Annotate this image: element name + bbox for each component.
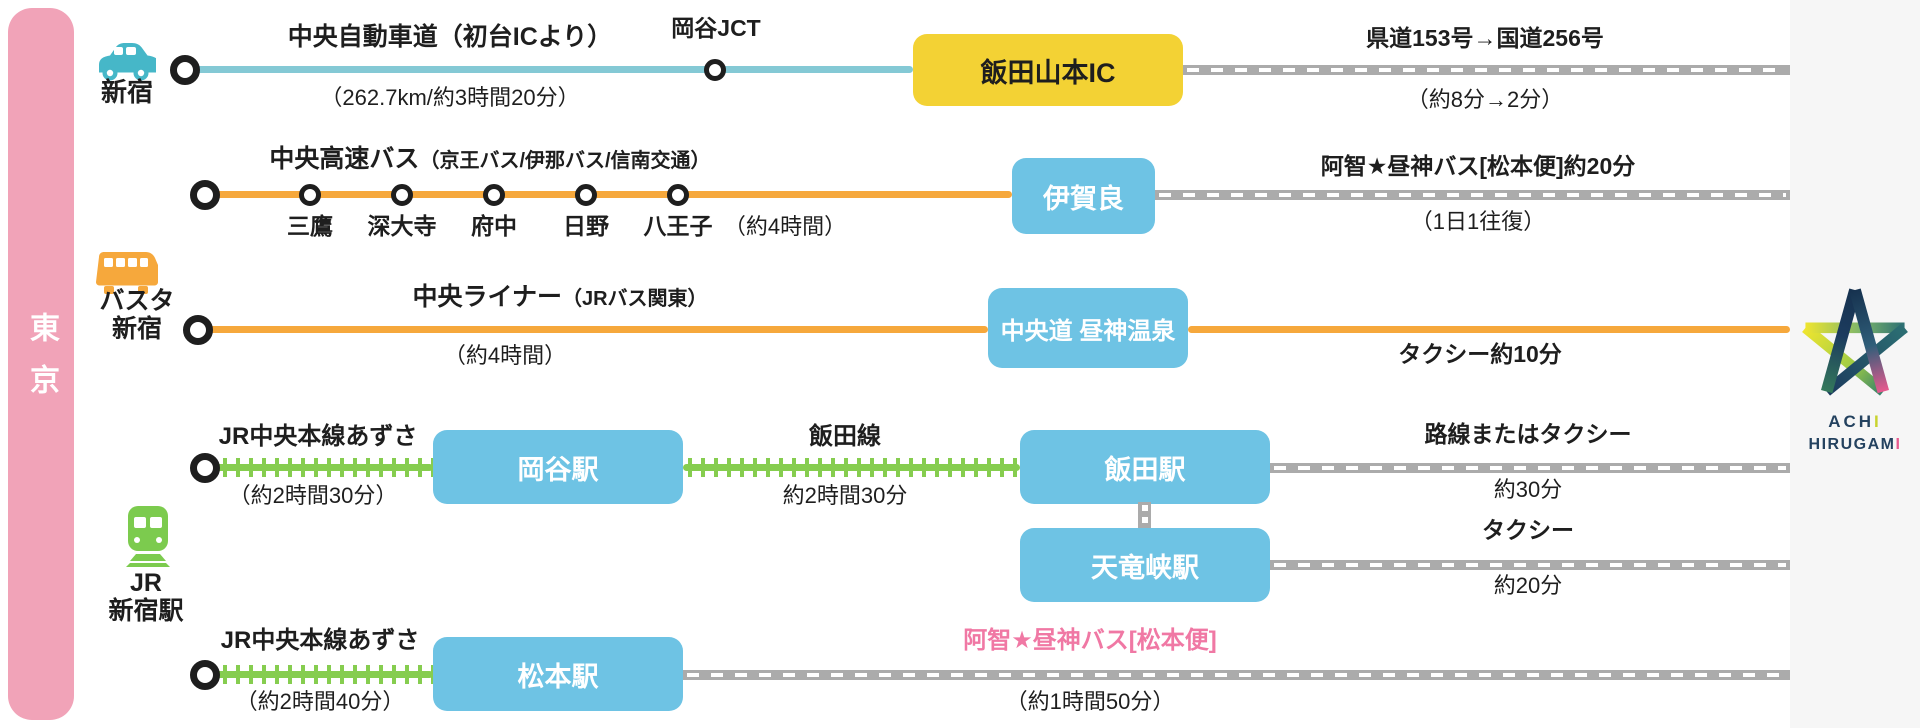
stop-label-jindaiji: 深大寺 — [367, 213, 437, 239]
stop-ring-jindaiji — [391, 184, 413, 206]
logo-line1-accent: I — [1874, 411, 1882, 431]
logo-line2-accent: I — [1895, 435, 1902, 453]
jr-azusa-rail-2 — [205, 665, 433, 684]
highway-bus-operators: （京王バス/伊那バス/信南交通） — [419, 150, 711, 172]
iida-connection-label: 路線またはタクシー — [1424, 421, 1632, 447]
train-hub-label-2: 新宿駅 — [108, 597, 184, 625]
okaya-station-box: 岡谷駅 — [433, 430, 683, 504]
onsen-taxi-label: タクシー約10分 — [1398, 341, 1562, 367]
expressway-name: 中央自動車道（初台ICより） — [287, 23, 613, 51]
tokyo-label: 東京 — [25, 312, 58, 416]
stop-label-hino: 日野 — [563, 213, 609, 239]
chuodo-hirugami-onsen-box: 中央道 昼神温泉 — [988, 288, 1188, 368]
local-road-line — [1183, 65, 1790, 75]
jr-azusa-rail-1 — [205, 458, 433, 477]
jr-azusa-name-2: JR中央本線あずさ — [220, 627, 420, 654]
highway-bus-name: 中央高速バス（京王バス/伊那バス/信南交通） — [269, 145, 711, 174]
busta-start-ring-1 — [190, 180, 220, 210]
tenryukyo-station-box: 天竜峡駅 — [1020, 528, 1270, 602]
igara-connection-note: （1日1往復） — [1410, 209, 1546, 234]
busta-start-ring-2 — [183, 315, 213, 345]
local-road-name: 県道153号→国道256号 — [1366, 25, 1604, 51]
jr-azusa-duration-2: （約2時間40分） — [235, 689, 405, 714]
train-hub-label-1: JR — [130, 569, 162, 597]
stop-label-mitaka: 三鷹 — [287, 213, 333, 239]
stop-ring-hino — [575, 184, 597, 206]
liner-bus-name-main: 中央ライナー — [412, 283, 562, 311]
jr-shinjuku-start-ring-2 — [190, 660, 220, 690]
jr-azusa-duration-1: （約2時間30分） — [228, 483, 398, 508]
jr-shinjuku-start-ring-1 — [190, 453, 220, 483]
local-road-time: （約8分→2分） — [1406, 87, 1564, 112]
okaya-jct-label: 岡谷JCT — [671, 15, 761, 41]
iida-tenryukyo-connector — [1138, 502, 1151, 530]
bus-hub-label-2: 新宿 — [111, 315, 163, 343]
liner-bus-name: 中央ライナー（JRバス関東） — [412, 283, 708, 312]
stop-ring-fuchu — [483, 184, 505, 206]
iida-connection-time: 約30分 — [1493, 477, 1563, 502]
igara-connection-road — [1155, 190, 1790, 200]
iida-line-rail — [683, 458, 1020, 477]
liner-bus-duration: （約4時間） — [443, 343, 567, 368]
bus-hub-label-1: バスタ — [99, 287, 175, 315]
achi-hirugami-bus-label: 阿智★昼神バス[松本便] — [963, 627, 1217, 654]
stop-label-fuchu: 府中 — [471, 213, 517, 239]
expressway-detail: （262.7km/約3時間20分） — [320, 85, 580, 110]
tokyo-origin-bar: 東京 — [8, 8, 74, 720]
iida-line-name: 飯田線 — [809, 423, 881, 450]
okaya-jct-ring — [704, 59, 726, 81]
logo-line2: HIRUGAMI — [1809, 434, 1902, 456]
matsumoto-station-box: 松本駅 — [433, 637, 683, 711]
bus-icon — [96, 252, 158, 294]
liner-bus-operators: （JRバス関東） — [561, 288, 708, 310]
igara-connection-bus: 阿智★昼神バス[松本便]約20分 — [1320, 153, 1636, 179]
tenryukyo-taxi-time: 約20分 — [1493, 573, 1563, 598]
iida-yamamoto-ic-box: 飯田山本IC — [913, 34, 1183, 106]
stop-ring-hachioji — [667, 184, 689, 206]
highway-bus-duration: （約4時間） — [723, 214, 847, 239]
logo-line1-main: ACH — [1828, 411, 1875, 431]
jr-azusa-name-1: JR中央本線あずさ — [218, 423, 418, 450]
iida-station-box: 飯田駅 — [1020, 430, 1270, 504]
expressway-line — [185, 66, 913, 73]
highway-bus-name-main: 中央高速バス — [269, 145, 420, 173]
highway-bus-line — [205, 191, 1012, 198]
logo-line2-main: HIRUGAM — [1808, 435, 1896, 453]
logo-wordmark: ACHI HIRUGAMI — [1809, 411, 1902, 456]
shinjuku-start-ring — [170, 55, 200, 85]
stop-label-hachioji: 八王子 — [643, 213, 713, 239]
train-icon — [126, 506, 170, 567]
tenryukyo-connection-road — [1270, 560, 1790, 570]
achi-hirugami-bus-duration: （約1時間50分） — [1005, 689, 1175, 714]
iida-connection-road — [1270, 463, 1790, 473]
achi-hirugami-star-logo — [1802, 288, 1908, 396]
matsumoto-bus-road — [683, 670, 1790, 680]
igara-box: 伊賀良 — [1012, 158, 1155, 234]
car-hub-label: 新宿 — [100, 77, 154, 107]
logo-line1: ACHI — [1809, 411, 1902, 434]
iida-line-duration: 約2時間30分 — [782, 483, 908, 508]
tenryukyo-taxi-label: タクシー — [1482, 517, 1574, 543]
car-icon — [99, 43, 156, 81]
destination-band: ACHI HIRUGAMI — [1790, 0, 1920, 728]
stop-ring-mitaka — [299, 184, 321, 206]
liner-bus-line — [198, 326, 988, 333]
liner-bus-line-tail — [1188, 326, 1790, 333]
